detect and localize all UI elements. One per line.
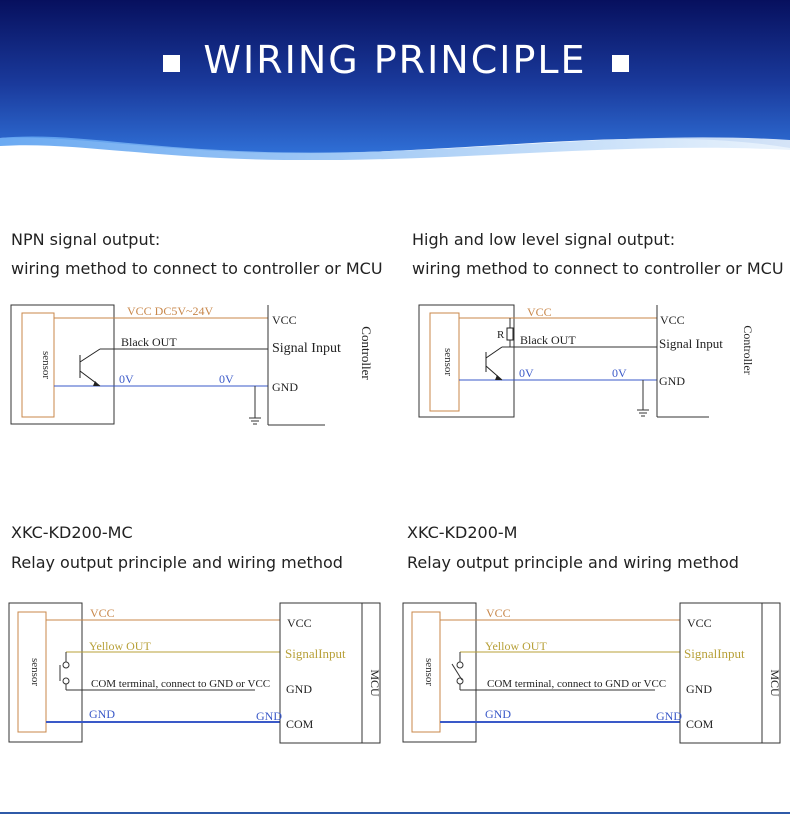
relay-mc-gnd-label: GND: [89, 707, 115, 721]
npn-zero-right-label: 0V: [219, 372, 234, 386]
relay-mc-box-signal-label: SignalInput: [285, 646, 346, 661]
relay-m-out-label: Yellow OUT: [485, 639, 547, 653]
relay-m-gnd-right-label: GND: [656, 709, 682, 723]
level-out-label: Black OUT: [520, 333, 576, 347]
section-1-subtitle: wiring method to connect to controller o…: [11, 259, 383, 278]
section-1-title: NPN signal output:: [11, 230, 161, 249]
level-right-gnd-label: GND: [659, 374, 685, 388]
npn-right-signal-label: Signal Input: [272, 341, 341, 356]
relay-m-switch-contact-icon: [456, 661, 464, 669]
relay-mc-sensor-label: sensor: [29, 658, 41, 686]
npn-transistor-collector: [79, 348, 101, 363]
banner-background: [0, 0, 790, 160]
relay-m-sensor-label: sensor: [423, 658, 435, 686]
relay-m-gnd-label: GND: [485, 707, 511, 721]
relay-mc-box-com-label: COM: [286, 717, 314, 731]
relay-mc-switch-contact2-icon: [62, 677, 70, 685]
footer-divider: [0, 812, 790, 814]
level-transistor-collector: [485, 346, 503, 359]
banner-square-right-icon: [612, 55, 629, 72]
relay-mc-out-label: Yellow OUT: [89, 639, 151, 653]
relay-mc-gnd-right-label: GND: [256, 709, 282, 723]
relay-mc-mcu-label: MCU: [368, 669, 382, 697]
page-title: WIRING PRINCIPLE: [203, 38, 587, 82]
section-2-title: High and low level signal output:: [412, 230, 676, 249]
npn-emitter-arrow-icon: [93, 381, 100, 386]
relay-mc-box-gnd-label: GND: [286, 682, 312, 696]
npn-right-gnd-label: GND: [272, 380, 298, 394]
relay-m-sensor-element: [411, 611, 441, 733]
relay-m-box-gnd-label: GND: [686, 682, 712, 696]
relay-mc-mcu-box: [279, 602, 381, 744]
section-3-subtitle: Relay output principle and wiring method: [11, 553, 343, 572]
npn-sensor-label: sensor: [40, 351, 52, 379]
relay-m-box-vcc-label: VCC: [687, 616, 712, 630]
relay-m-box-signal-label: SignalInput: [684, 646, 745, 661]
level-controller-label: Controller: [741, 325, 755, 374]
level-vcc-label: VCC: [527, 305, 552, 319]
relay-mc-switch-contact-icon: [62, 661, 70, 669]
relay-m-mcu-box: [679, 602, 781, 744]
relay-m-com-label: COM terminal, connect to GND or VCC: [487, 678, 666, 690]
level-zero-right-label: 0V: [612, 366, 627, 380]
section-3-title: XKC-KD200-MC: [11, 523, 133, 542]
level-transistor-emitter: [485, 365, 503, 381]
relay-mc-com-label: COM terminal, connect to GND or VCC: [91, 678, 270, 690]
level-sensor-label: sensor: [442, 348, 454, 376]
header-banner: WIRING PRINCIPLE: [0, 0, 790, 160]
relay-mc-vcc-label: VCC: [90, 606, 115, 620]
section-4-subtitle: Relay output principle and wiring method: [407, 553, 739, 572]
level-resistor-icon: [506, 327, 514, 341]
section-4-title: XKC-KD200-M: [407, 523, 518, 542]
npn-sensor-housing: [10, 304, 115, 425]
relay-mc-box-vcc-label: VCC: [287, 616, 312, 630]
relay-m-vcc-label: VCC: [486, 606, 511, 620]
level-sensor-element: [429, 312, 460, 412]
relay-mc-sensor-housing: [8, 602, 83, 743]
relay-m-switch-contact2-icon: [456, 677, 464, 685]
level-emitter-arrow-icon: [495, 375, 502, 380]
section-2-subtitle: wiring method to connect to controller o…: [412, 259, 784, 278]
npn-out-label: Black OUT: [121, 335, 177, 349]
relay-m-mcu-label: MCU: [768, 669, 782, 697]
npn-sensor-element: [21, 312, 55, 418]
level-zero-left-label: 0V: [519, 366, 534, 380]
npn-transistor-emitter: [79, 370, 101, 387]
relay-mc-sensor-element: [17, 611, 47, 733]
level-resistor-label: R: [497, 329, 505, 341]
relay-m-box-com-label: COM: [686, 717, 714, 731]
npn-zero-left-label: 0V: [119, 372, 134, 386]
relay-m-sensor-housing: [402, 602, 477, 743]
npn-right-vcc-label: VCC: [272, 313, 297, 327]
level-sensor-housing: [418, 304, 515, 418]
relay-m-switch-lever-icon: [451, 663, 463, 681]
level-right-signal-label: Signal Input: [659, 336, 723, 351]
npn-controller-label: Controller: [359, 326, 374, 380]
banner-square-left-icon: [163, 55, 180, 72]
npn-vcc-label: VCC DC5V~24V: [127, 304, 214, 318]
level-right-vcc-label: VCC: [660, 313, 685, 327]
